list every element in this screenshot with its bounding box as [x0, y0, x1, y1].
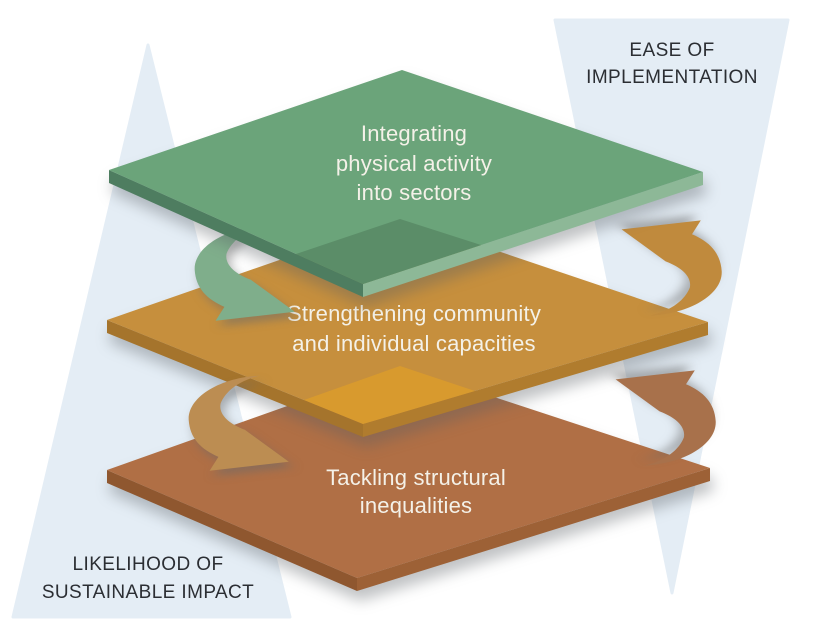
- ease-label-line2: IMPLEMENTATION: [586, 67, 758, 88]
- top-layer-label-line1: Integrating: [361, 121, 467, 146]
- middle-layer-left-side-face: [107, 320, 363, 437]
- top-layer-overlap-tip: [296, 219, 481, 284]
- layer-tackling-structural-inequalities: Tackling structural inequalities: [107, 366, 710, 591]
- top-layer-top-face: [109, 70, 703, 284]
- top-layer-label-line3: into sectors: [357, 180, 472, 205]
- likelihood-label-line1: LIKELIHOOD OF: [73, 554, 224, 575]
- ease-of-implementation-label: EASE OF IMPLEMENTATION: [586, 40, 758, 88]
- middle-layer-overlap-tip: [304, 366, 475, 424]
- middle-layer-label-line1: Strengthening community: [287, 301, 541, 326]
- cycle-arrow-upper-left-icon: [194, 225, 295, 321]
- bottom-layer-label-line1: Tackling structural: [326, 465, 506, 490]
- middle-layer-label-line2: and individual capacities: [292, 331, 536, 356]
- top-layer-left-side-face: [109, 170, 363, 297]
- top-layer-right-side-face: [363, 172, 703, 297]
- bottom-layer-left-side-face: [107, 470, 357, 591]
- ease-label-line1: EASE OF: [629, 40, 714, 61]
- bottom-layer-right-side-face: [357, 468, 710, 591]
- cycle-arrow-upper-right-icon: [621, 220, 722, 316]
- likelihood-sustainable-impact-label: LIKELIHOOD OF SUSTAINABLE IMPACT: [42, 554, 254, 603]
- layer-integrating-physical-activity: Integrating physical activity into secto…: [109, 70, 703, 297]
- cycle-arrow-lower-right-icon: [615, 370, 716, 466]
- layer-strengthening-community: Strengthening community and individual c…: [107, 218, 708, 437]
- middle-layer-right-side-face: [363, 322, 708, 437]
- likelihood-label-line2: SUSTAINABLE IMPACT: [42, 582, 254, 603]
- cycle-arrow-lower-left-icon: [188, 375, 289, 471]
- bottom-layer-label-line2: inequalities: [360, 493, 472, 518]
- top-layer-label-line2: physical activity: [336, 151, 492, 176]
- middle-layer-top-face: [107, 218, 708, 424]
- bottom-layer-top-face: [107, 366, 710, 578]
